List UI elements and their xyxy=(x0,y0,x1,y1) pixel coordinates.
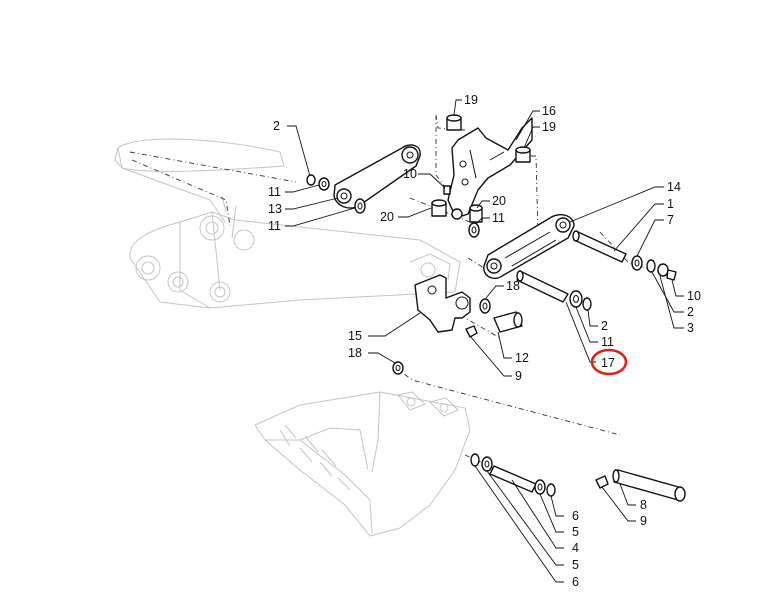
bushing-20-right xyxy=(469,204,483,223)
callout-11: 11 xyxy=(268,219,281,233)
callout-4: 4 xyxy=(572,541,579,555)
callout-5: 5 xyxy=(572,558,579,572)
callout-11: 11 xyxy=(268,185,281,199)
pin-1 xyxy=(572,230,627,263)
callout-12: 12 xyxy=(515,351,529,365)
washer-11-top xyxy=(318,177,330,191)
grease-nipple-10-mid xyxy=(443,185,451,195)
pin-4 xyxy=(489,465,537,493)
callout-8: 8 xyxy=(640,498,647,512)
bushing-12 xyxy=(493,311,523,333)
callout-16: 16 xyxy=(542,104,556,118)
callout-3: 3 xyxy=(687,321,694,335)
washer-11-lower xyxy=(354,198,366,214)
pin-8 xyxy=(612,469,686,502)
leader-lines xyxy=(285,99,684,583)
ring-2-top xyxy=(306,174,316,186)
callout-11: 11 xyxy=(492,211,505,225)
bushing-19-right xyxy=(515,146,531,163)
highlight-circle-17 xyxy=(590,348,628,376)
callout-2: 2 xyxy=(687,305,694,319)
washer-18-left xyxy=(392,361,404,375)
callout-7: 7 xyxy=(667,213,674,227)
washer-6-a xyxy=(470,453,480,467)
callout-19: 19 xyxy=(542,120,556,134)
lower-link-arm xyxy=(483,214,575,280)
washer-5-b xyxy=(534,479,546,495)
upper-link-arm xyxy=(333,144,421,209)
washer-5-a xyxy=(481,456,493,472)
washer-11-pin17 xyxy=(569,290,583,308)
callout-18: 18 xyxy=(348,346,362,360)
callout-14: 14 xyxy=(667,180,681,194)
rocker-bracket xyxy=(447,117,533,220)
grease-nipple-9-bottom xyxy=(595,475,609,489)
mount-bracket-15 xyxy=(414,274,471,333)
ghost-boom-arm xyxy=(114,138,461,309)
bushing-19-top xyxy=(446,114,462,131)
callout-2: 2 xyxy=(273,119,280,133)
ring-2-right xyxy=(646,259,656,273)
washer-7 xyxy=(631,255,643,271)
washer-11-mid xyxy=(468,222,480,238)
callout-2: 2 xyxy=(601,319,608,333)
callout-6: 6 xyxy=(572,575,579,589)
washer-3 xyxy=(657,263,669,277)
callout-20: 20 xyxy=(380,210,394,224)
ghost-bucket xyxy=(254,391,471,537)
callout-18: 18 xyxy=(506,279,520,293)
callout-9: 9 xyxy=(640,514,647,528)
pin-17 xyxy=(516,270,569,303)
callout-15: 15 xyxy=(348,329,362,343)
callout-17: 17 xyxy=(601,356,615,370)
callout-13: 13 xyxy=(268,202,282,216)
callout-20: 20 xyxy=(492,194,506,208)
grease-nipple-9-mid xyxy=(465,325,478,338)
callout-19: 19 xyxy=(464,93,478,107)
callout-labels: 2 19 16 19 10 11 13 11 20 20 11 14 1 7 1… xyxy=(268,93,701,589)
washer-18-top xyxy=(479,298,491,314)
callout-9: 9 xyxy=(515,369,522,383)
callout-10: 10 xyxy=(687,289,701,303)
callout-5: 5 xyxy=(572,525,579,539)
callout-6: 6 xyxy=(572,509,579,523)
callout-11: 11 xyxy=(601,335,614,349)
washer-6-b xyxy=(546,483,556,497)
ring-2-pin17 xyxy=(582,297,592,311)
callout-10: 10 xyxy=(403,167,417,181)
bushing-20-left xyxy=(431,199,447,217)
callout-1: 1 xyxy=(667,197,674,211)
grease-nipple-10-right xyxy=(666,269,677,281)
